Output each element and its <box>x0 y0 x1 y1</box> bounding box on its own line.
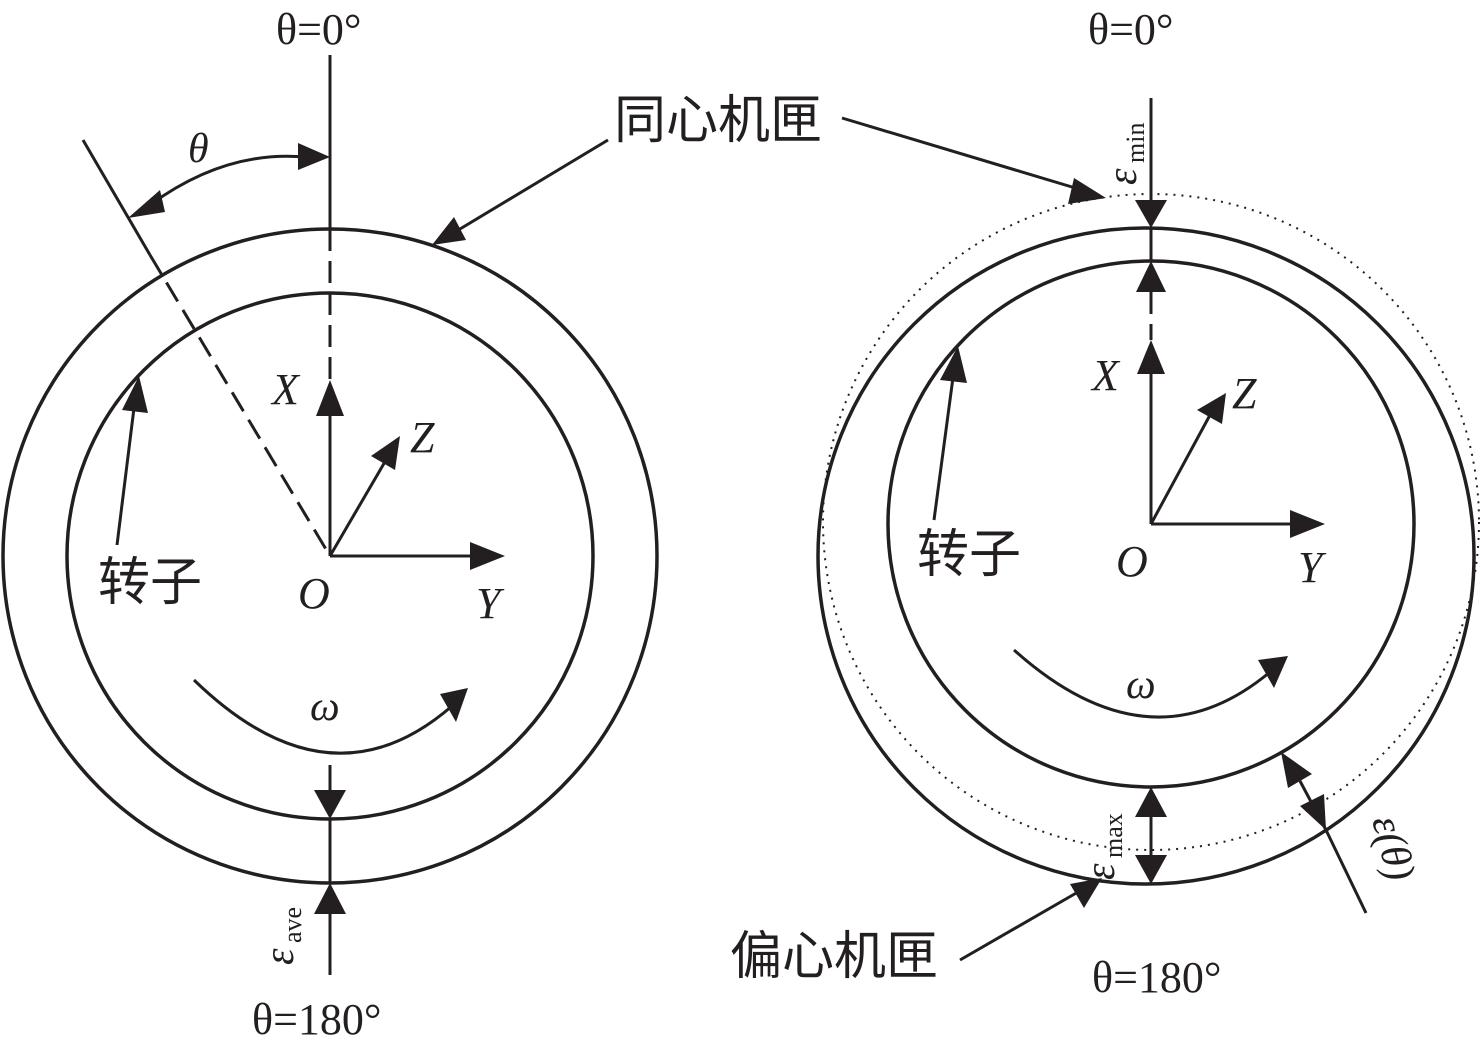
right-gap-theta-extension <box>1324 829 1368 914</box>
left-theta-angle-label: θ <box>188 126 209 172</box>
left-theta-bottom-label: θ=180° <box>252 995 382 1044</box>
left-z-axis <box>328 459 388 557</box>
right-z-axis <box>1149 414 1212 525</box>
svg-text:ε(θ): ε(θ) <box>1362 811 1423 886</box>
left-rotor-label: 转子 <box>98 553 202 613</box>
left-theta-line-dashed <box>148 254 332 557</box>
right-eccentric-casing-circle <box>816 226 1476 886</box>
left-omega-arc <box>192 678 453 755</box>
left-gap-label: ε ave <box>257 907 307 965</box>
left-z-axis-arrow <box>371 436 400 470</box>
right-rotor-pointer <box>932 369 956 521</box>
concentric-pointer-right-arrow <box>1068 178 1106 204</box>
right-gap-min-label: ε min <box>1100 123 1150 185</box>
concentric-pointer-left <box>454 138 609 234</box>
eccentric-frame-annotation: 偏心机匣 <box>730 878 1102 987</box>
right-axis-x-label: X <box>1090 351 1121 400</box>
right-gap-theta-arrow-out <box>1300 794 1326 830</box>
left-origin-label: O <box>298 569 330 618</box>
right-x-axis-arrow <box>1137 340 1165 374</box>
right-panel: ε min X Z Y O 转子 ω ε max <box>816 5 1480 1002</box>
right-gap-min-arrow-up <box>1136 261 1166 292</box>
svg-text:min: min <box>1121 123 1150 163</box>
left-theta-arrow-right <box>298 143 330 170</box>
left-axis-z-label: Z <box>410 413 435 462</box>
svg-text:ε: ε <box>1078 863 1124 880</box>
right-omega-arc <box>1012 648 1271 719</box>
eccentric-pointer <box>959 890 1079 962</box>
right-rotor-pointer-arrow <box>940 346 967 383</box>
right-z-axis-arrow <box>1197 393 1226 424</box>
svg-text:ave: ave <box>278 907 307 943</box>
concentric-pointer-left-arrow <box>432 217 466 245</box>
eccentric-pointer-arrow <box>1070 878 1102 908</box>
left-theta-arrow-left <box>128 190 165 218</box>
left-x-axis-arrow <box>316 380 344 416</box>
right-origin-label: O <box>1116 537 1148 586</box>
left-theta-arc <box>149 154 306 207</box>
left-theta-line-solid <box>81 139 152 256</box>
left-gap-arrow-up <box>314 883 346 914</box>
right-gap-max-arrow-up <box>1135 787 1167 817</box>
left-rotor-pointer <box>115 399 137 546</box>
concentric-pointer-right <box>841 116 1083 192</box>
left-axis-x-label: X <box>270 365 301 414</box>
right-axis-z-label: Z <box>1232 369 1257 418</box>
eccentric-frame-label: 偏心机匣 <box>730 927 938 987</box>
left-theta-top-label: θ=0° <box>276 5 362 54</box>
left-omega-arrow <box>440 688 468 722</box>
right-axis-y-label: Y <box>1298 543 1327 592</box>
right-rotor-label: 转子 <box>917 525 1021 585</box>
left-panel: θ X Z Y O 转子 ω ε ave θ=0° θ=180° <box>1 5 659 1044</box>
right-gap-max-arrow-down <box>1135 855 1167 884</box>
right-omega-arrow <box>1258 656 1288 688</box>
svg-text:ε: ε <box>1100 168 1146 185</box>
right-theta-bottom-label: θ=180° <box>1092 953 1222 1002</box>
right-gap-min-arrow-down <box>1135 200 1167 228</box>
right-omega-label: ω <box>1126 662 1156 708</box>
svg-text:ε: ε <box>257 948 303 965</box>
left-rotor-pointer-arrow <box>122 376 148 413</box>
right-gap-theta-arrow-in <box>1281 752 1312 788</box>
left-omega-label: ω <box>310 684 340 730</box>
right-theta-top-label: θ=0° <box>1088 5 1174 54</box>
left-y-axis-arrow <box>470 542 505 570</box>
right-y-axis-arrow <box>1290 510 1325 538</box>
concentric-frame-label: 同心机匣 <box>614 91 822 151</box>
left-axis-y-label: Y <box>476 579 505 628</box>
right-gap-theta-label: ε(θ) <box>1362 811 1423 886</box>
concentric-frame-annotation: 同心机匣 <box>432 91 1106 245</box>
left-gap-arrow-down <box>314 790 346 819</box>
svg-text:max: max <box>1099 813 1128 858</box>
right-gap-max-label: ε max <box>1078 813 1128 880</box>
